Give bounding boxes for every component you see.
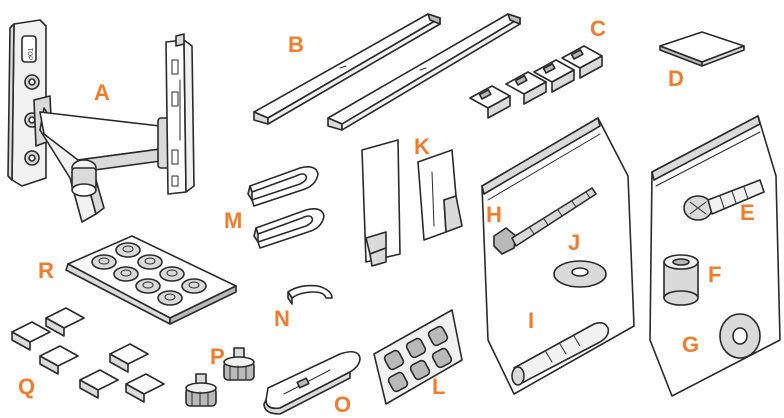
tray-cells bbox=[91, 242, 207, 306]
hardware-bag-2 bbox=[649, 115, 781, 397]
label-n: N bbox=[274, 306, 290, 331]
label-a: A bbox=[94, 80, 110, 105]
label-k: K bbox=[414, 134, 430, 159]
label-d: D bbox=[668, 66, 684, 91]
part-p-thumb-screws bbox=[185, 347, 255, 407]
part-i-wall-anchor bbox=[511, 321, 610, 386]
label-g: G bbox=[682, 332, 699, 357]
part-q-u-clips bbox=[11, 307, 165, 403]
label-e: E bbox=[740, 200, 755, 225]
label-c: C bbox=[590, 16, 606, 41]
part-labels: A B C D E F G H I J K L M N O P Q R bbox=[18, 16, 755, 417]
label-q: Q bbox=[18, 374, 35, 399]
part-m-u-brackets bbox=[247, 166, 325, 249]
label-p: P bbox=[210, 344, 225, 369]
part-k-plates bbox=[361, 139, 463, 267]
part-e-machine-screw bbox=[683, 179, 765, 221]
label-r: R bbox=[38, 258, 54, 283]
hardware-bag-1 bbox=[481, 117, 635, 395]
part-f-spacer bbox=[663, 254, 699, 306]
label-i: I bbox=[528, 308, 534, 333]
part-c-clips bbox=[469, 45, 603, 119]
part-o-cover bbox=[263, 350, 361, 415]
label-h: H bbox=[486, 202, 502, 227]
part-r-tray bbox=[65, 235, 237, 325]
part-d-pad bbox=[659, 31, 745, 67]
label-f: F bbox=[708, 262, 721, 287]
label-m: M bbox=[224, 208, 242, 233]
label-b: B bbox=[288, 32, 304, 57]
part-b-rails bbox=[253, 13, 521, 131]
part-g-large-washer bbox=[719, 313, 761, 359]
part-n-clip bbox=[287, 284, 333, 305]
part-j-washer bbox=[553, 260, 607, 288]
part-h-lag-screw bbox=[493, 187, 597, 255]
label-l: L bbox=[432, 374, 445, 399]
label-o: O bbox=[334, 392, 351, 417]
label-j: J bbox=[568, 230, 580, 255]
part-a-wall-mount-arm: TOP bbox=[7, 19, 195, 223]
wall-plate-top-marking: TOP bbox=[26, 48, 32, 60]
part-l-grid-plate bbox=[373, 309, 463, 405]
